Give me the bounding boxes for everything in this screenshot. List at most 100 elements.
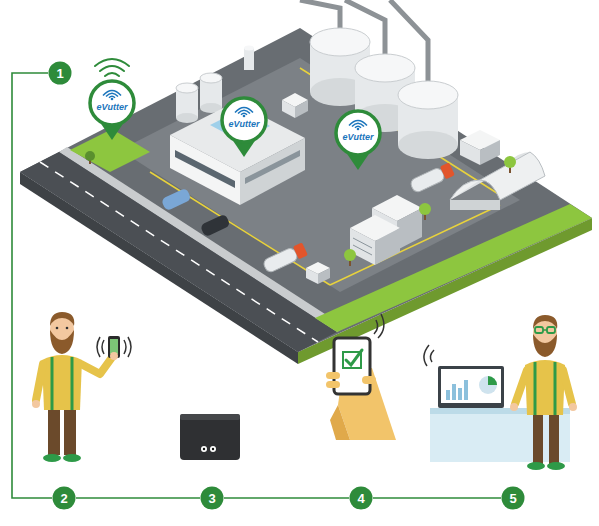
person-with-phone <box>102 340 104 354</box>
storage-tanks <box>244 46 254 51</box>
person-with-phone <box>63 454 81 462</box>
wifi-arc <box>352 123 364 126</box>
person-at-computer <box>547 462 565 470</box>
person-with-phone <box>66 327 69 330</box>
office-buildings <box>397 208 422 250</box>
person-at-computer <box>533 334 557 357</box>
storage-tanks <box>176 83 198 93</box>
tanker-trucks <box>409 167 446 194</box>
person-at-computer <box>535 327 543 333</box>
tanker-trucks <box>262 247 299 274</box>
wifi-signal <box>105 73 119 76</box>
connector-line <box>12 73 52 498</box>
circle-fill <box>502 487 525 510</box>
storage-tanks <box>200 73 222 83</box>
person-with-phone <box>110 352 118 360</box>
circle-fill <box>350 487 373 510</box>
callout-number: 4 <box>357 492 364 505</box>
booth <box>306 268 318 284</box>
storage-tanks <box>176 113 198 123</box>
connector-line <box>76 497 200 499</box>
person-with-phone <box>110 339 118 354</box>
main-building <box>175 150 235 188</box>
warehouse <box>450 130 545 210</box>
circle-fill <box>201 487 224 510</box>
warehouse <box>480 140 500 165</box>
desk-with-monitor <box>424 345 429 366</box>
wifi-signal <box>95 59 129 66</box>
trees <box>344 249 356 261</box>
desk-with-monitor <box>458 388 462 400</box>
device-box <box>210 446 216 452</box>
person-with-phone <box>97 337 100 357</box>
desk-with-monitor <box>424 345 434 366</box>
hand-with-phone <box>374 314 384 338</box>
pin-circle <box>336 111 380 155</box>
wifi-dot <box>357 128 360 131</box>
wifi-arc <box>241 113 247 115</box>
circle-fill <box>49 62 72 85</box>
storage-tanks <box>355 54 415 82</box>
callout-number: 5 <box>509 492 516 505</box>
wifi-arc <box>103 90 121 95</box>
person-with-phone <box>56 327 59 330</box>
desk-with-monitor <box>424 345 570 462</box>
desk-with-monitor <box>446 390 450 400</box>
person-at-computer <box>515 370 527 404</box>
desk-with-monitor <box>466 404 476 408</box>
ground-slab <box>315 204 592 332</box>
ground-slab <box>20 28 592 364</box>
person-with-phone <box>32 312 131 462</box>
wifi-arc <box>355 126 361 128</box>
person-at-computer <box>534 362 537 415</box>
hand-with-phone <box>330 405 350 440</box>
wifi-signal <box>100 66 124 71</box>
parked-cars <box>161 188 192 212</box>
person-with-phone <box>32 400 40 408</box>
parked-cars <box>161 188 231 238</box>
desk-with-monitor <box>441 369 501 403</box>
connector-line <box>224 497 349 499</box>
storage-tanks <box>244 48 254 70</box>
location-pin: eVutter <box>219 95 269 159</box>
circle-fill <box>53 487 76 510</box>
desk-with-monitor <box>479 376 497 394</box>
person-with-phone <box>36 364 43 400</box>
storage-tanks <box>310 28 370 56</box>
warehouse <box>460 140 480 165</box>
desk-with-monitor <box>452 384 456 400</box>
trees <box>85 151 516 266</box>
person-at-computer <box>554 362 557 415</box>
hand-with-phone <box>378 314 384 338</box>
storage-tanks <box>300 0 340 30</box>
device-box <box>212 448 214 450</box>
callout-number: 1 <box>56 67 63 80</box>
device-box <box>203 448 205 450</box>
storage-tanks <box>398 81 458 109</box>
person-at-computer <box>527 462 545 470</box>
wifi-arc <box>238 110 250 113</box>
hand-with-phone <box>326 314 396 440</box>
ground-slab <box>330 205 500 285</box>
wifi-arc <box>106 93 118 96</box>
wifi-dot <box>243 115 246 118</box>
wifi-arc <box>349 120 367 125</box>
logo-text: eVutter <box>97 103 128 112</box>
pin-circle <box>222 98 266 142</box>
person-with-phone <box>97 337 131 357</box>
tanker-trucks <box>262 242 308 273</box>
tanker-trucks <box>440 162 455 179</box>
desk-with-monitor <box>488 376 497 385</box>
parked-cars <box>200 214 231 238</box>
hand-with-phone <box>362 376 376 384</box>
tanker-trucks <box>409 162 455 193</box>
person-at-computer <box>543 329 547 331</box>
person-with-phone <box>64 405 76 455</box>
booth <box>306 262 330 284</box>
person-with-phone <box>43 454 61 462</box>
ground-slab <box>300 68 500 195</box>
warehouse <box>450 200 500 210</box>
wifi-signal <box>95 59 129 76</box>
person-at-computer <box>569 403 577 411</box>
